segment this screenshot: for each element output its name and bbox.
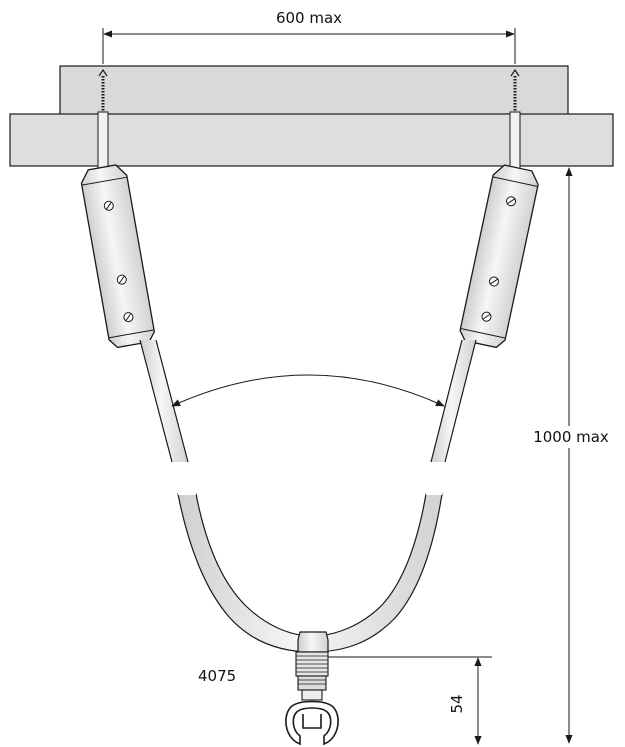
screw-head: [116, 274, 127, 285]
screw-head: [489, 276, 500, 287]
center-coupling: [285, 631, 339, 746]
dimension-height-label: 1000 max: [533, 428, 609, 446]
dimension-width-label: 600 max: [276, 9, 342, 27]
dimension-height: 1000 max: [528, 167, 614, 744]
left-clamp-housing: [80, 164, 156, 349]
dimension-width: 600 max: [102, 9, 516, 64]
right-clamp-housing: [459, 164, 539, 349]
screw-head: [481, 311, 492, 322]
screw-head: [123, 312, 134, 323]
dimension-offset: 54: [328, 656, 492, 745]
screw-head: [103, 200, 114, 211]
dimension-offset-label: 54: [448, 694, 466, 713]
threaded-connector: [295, 651, 329, 701]
part-number-label: 4075: [198, 667, 236, 685]
suspension-hook: [285, 700, 339, 746]
screw-head: [506, 196, 517, 207]
right-tube-upper: [430, 339, 477, 463]
angle-indicator: [171, 374, 445, 407]
left-tube-upper: [139, 339, 189, 463]
u-tube-lower: [177, 493, 443, 653]
ceiling-upper-layer: [59, 65, 569, 117]
